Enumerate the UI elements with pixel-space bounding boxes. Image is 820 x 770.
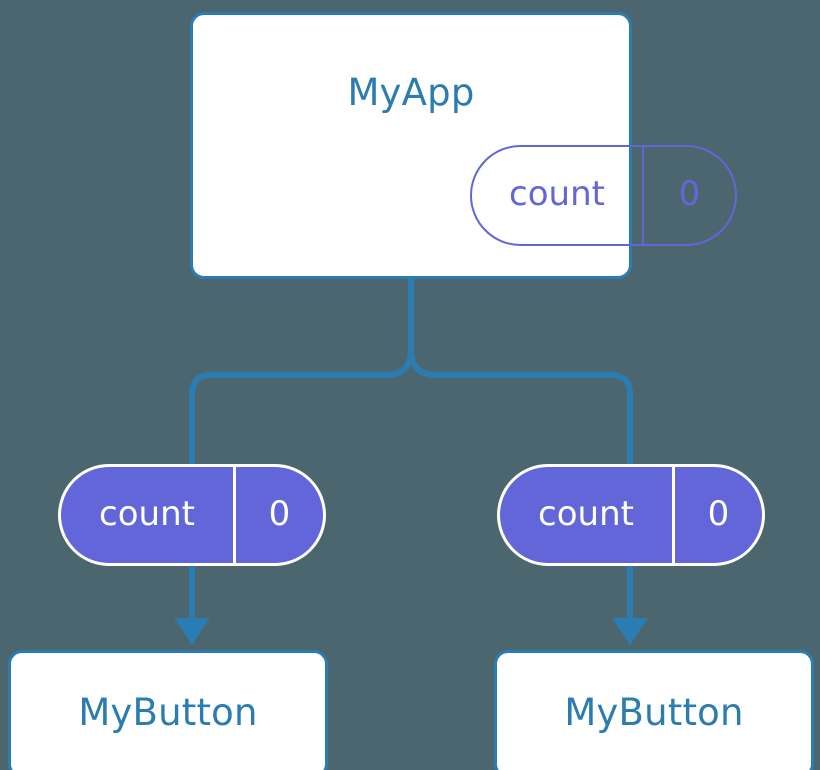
prop-value-label: 0 (268, 493, 291, 534)
component-name-myapp: MyApp (347, 71, 475, 114)
arrowhead-left-icon (174, 618, 210, 645)
component-card-myapp[interactable]: MyApp count 0 (190, 12, 737, 279)
branch-left-line (189, 348, 414, 466)
prop-key-label: count (61, 467, 236, 563)
arrowhead-right-icon (612, 618, 648, 645)
branch-right-line (408, 348, 633, 466)
component-card-mybutton-right[interactable]: MyButton (494, 650, 814, 770)
prop-pill-count-left[interactable]: count 0 (58, 464, 326, 566)
component-card-mybutton-left[interactable]: MyButton (8, 650, 328, 770)
prop-pill-count-right[interactable]: count 0 (497, 464, 765, 566)
component-name-mybutton: MyButton (564, 691, 744, 734)
prop-value-label: 0 (707, 493, 730, 534)
state-key-label: count (472, 147, 644, 244)
state-value-label: 0 (678, 174, 701, 214)
component-name-mybutton: MyButton (78, 691, 258, 734)
state-pill-count[interactable]: count 0 (470, 145, 737, 246)
prop-key-label: count (500, 467, 675, 563)
